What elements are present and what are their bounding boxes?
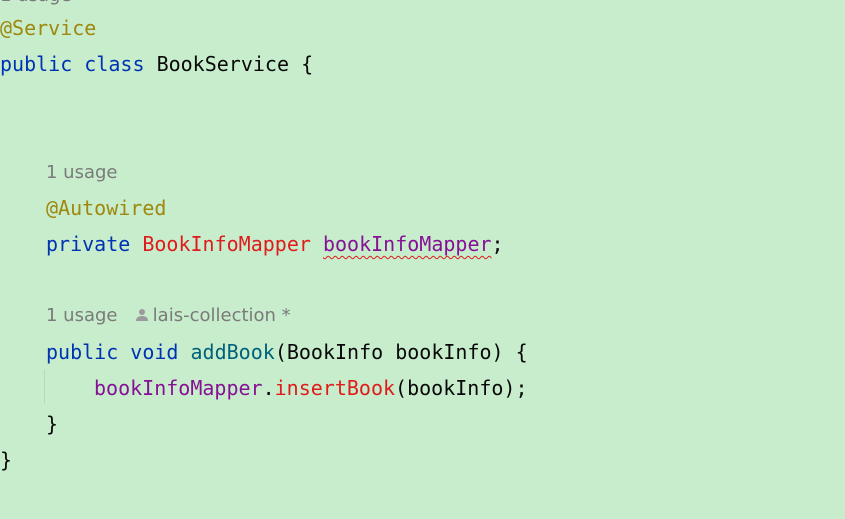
dot: .: [262, 376, 275, 400]
code-line-class-close[interactable]: }: [0, 442, 12, 478]
method-params: (BookInfo bookInfo) {: [274, 340, 528, 364]
keyword-class: class: [84, 52, 145, 76]
service-annotation: @Service: [0, 16, 97, 40]
keyword-private: private: [46, 232, 131, 256]
code-line-2[interactable]: public class BookService {: [0, 46, 313, 82]
code-line-field[interactable]: private BookInfoMapper bookInfoMapper;: [46, 226, 504, 262]
class-name: BookService: [156, 52, 290, 76]
author-hint[interactable]: lais-collection *: [152, 305, 291, 326]
receiver-field[interactable]: bookInfoMapper: [94, 376, 263, 400]
code-line-method-decl[interactable]: public void addBook(BookInfo bookInfo) {: [46, 334, 528, 370]
method-name[interactable]: addBook: [190, 340, 275, 364]
autowired-annotation: @Autowired: [46, 196, 167, 220]
inlay-hint-usage-clipped[interactable]: 1 usage: [0, 0, 72, 14]
code-line-method-body[interactable]: bookInfoMapper.insertBook(bookInfo);: [94, 370, 528, 406]
close-brace: }: [0, 448, 13, 472]
keyword-void: void: [130, 340, 179, 364]
unresolved-type[interactable]: BookInfoMapper: [142, 232, 311, 256]
code-line-autowired[interactable]: @Autowired: [46, 190, 166, 226]
open-brace: {: [301, 52, 314, 76]
keyword-public: public: [0, 52, 73, 76]
person-icon: [135, 309, 148, 321]
semicolon: ;: [491, 232, 504, 256]
inlay-hint-field-usage[interactable]: 1 usage: [46, 162, 118, 183]
code-line-1[interactable]: @Service: [0, 10, 96, 46]
keyword-public: public: [46, 340, 119, 364]
close-brace: }: [46, 412, 59, 436]
field-name[interactable]: bookInfoMapper: [322, 232, 492, 256]
indent-guide: [44, 370, 45, 404]
code-line-method-close[interactable]: }: [46, 406, 58, 442]
unresolved-method-call[interactable]: insertBook: [274, 376, 396, 400]
call-args: (bookInfo);: [395, 376, 528, 400]
inlay-hint-method[interactable]: 1 usage lais-collection *: [46, 298, 291, 334]
method-usage-hint[interactable]: 1 usage: [46, 305, 118, 326]
